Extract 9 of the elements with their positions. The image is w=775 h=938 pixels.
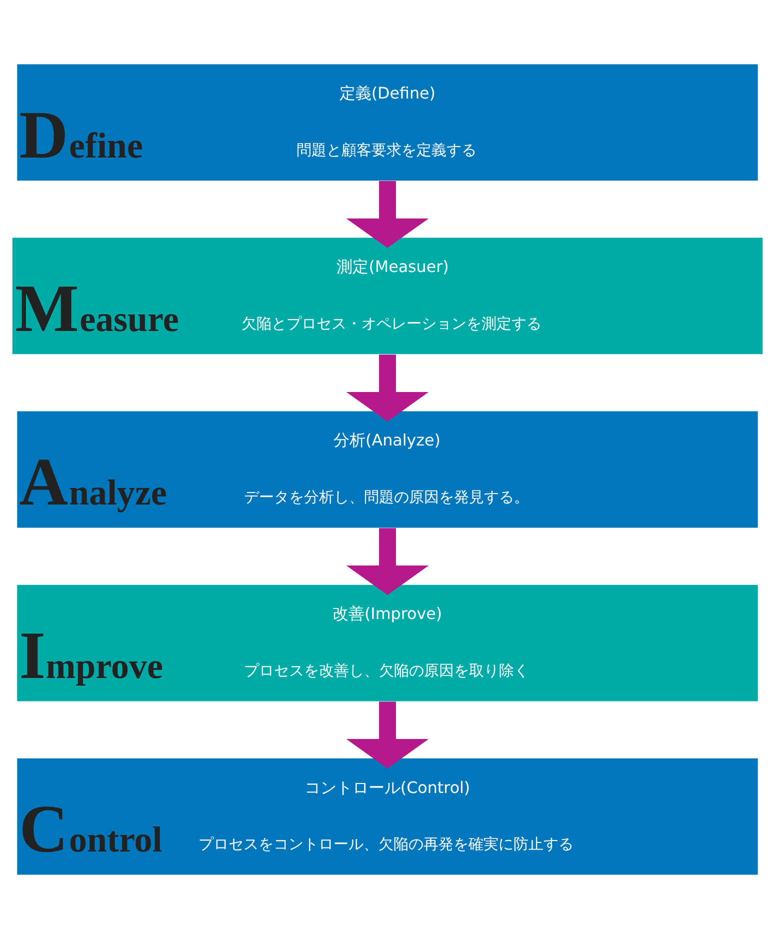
node-box: Analyze 分析(Analyze) データを分析し、問題の原因を発見する。 [17,410,758,528]
arrow [346,528,429,594]
arrow [346,701,429,768]
node-box: Control コントロール(Control) プロセスをコントロール、欠陥の再発を確実に防止する [17,758,758,874]
node-box: Measure 測定(Measuer) 欠陥とプロセス・オペレーションを測定する [12,237,763,354]
node-box: Define 定義(Define) 問題と顧客要求を定義する [17,64,758,180]
arrow [346,354,429,421]
node-box: Improve 改善(Improve) プロセスを改善し、欠陥の原因を取り除く [17,584,758,701]
arrow [346,180,429,248]
